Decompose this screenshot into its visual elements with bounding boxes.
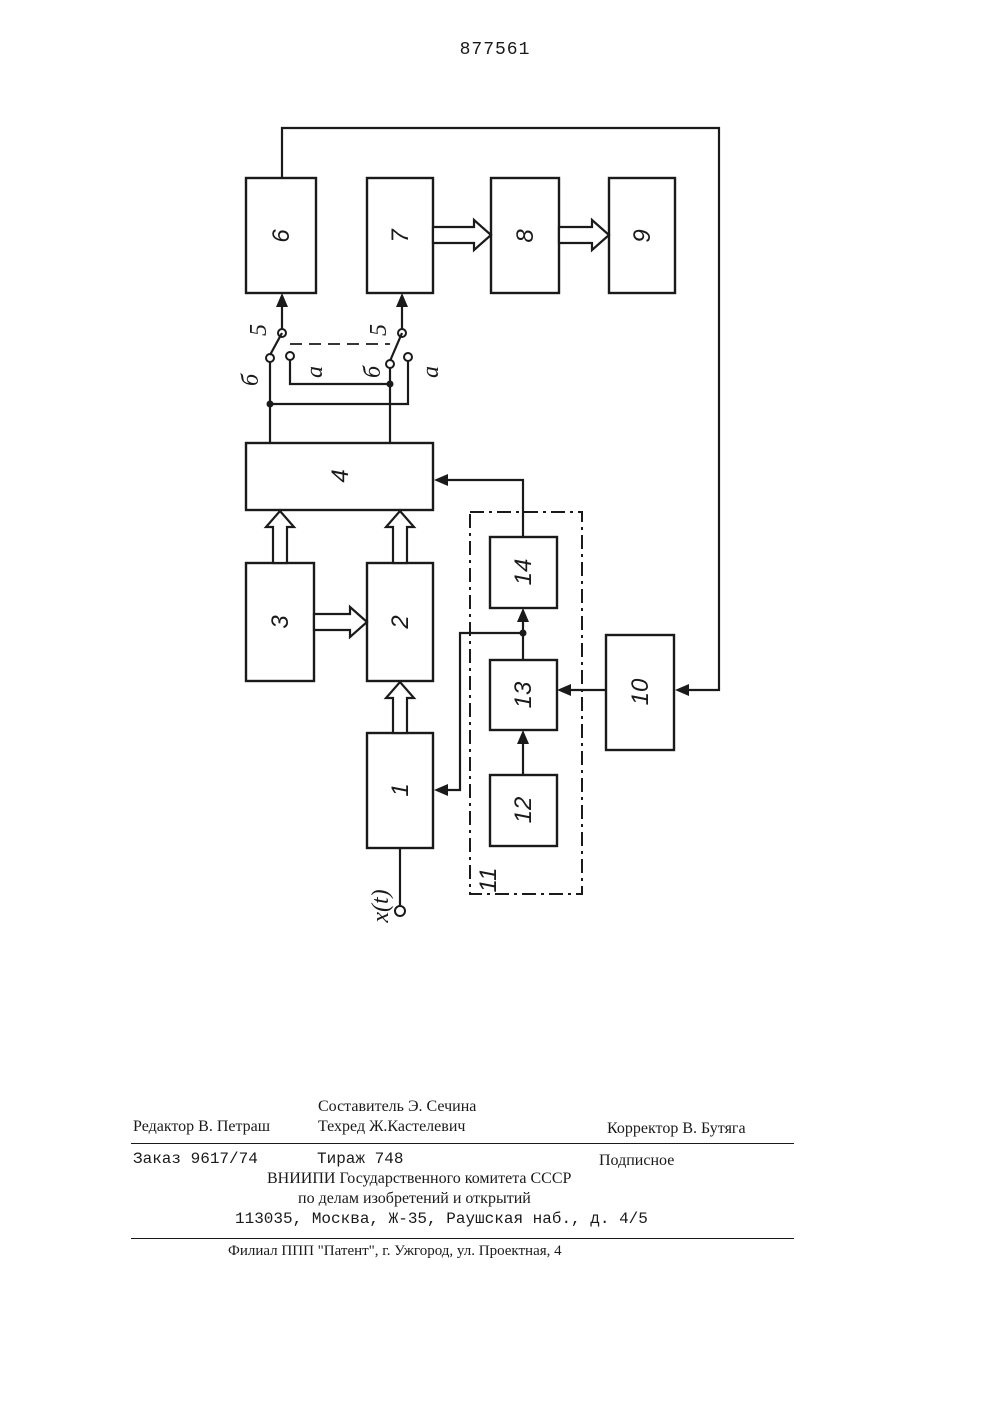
compiler-line: Составитель Э. Сечина [318,1098,476,1116]
contact-b-left-label: б [238,373,264,386]
bus-3-2 [314,607,367,637]
arrow-into-13-side [557,684,571,696]
arrow-into-13-bottom [517,730,529,744]
block-9-label: 9 [629,229,656,242]
imprint-top-rule [131,1143,794,1144]
order-line: Заказ 9617/74 [133,1150,258,1168]
switch-right-contact-a [404,353,412,361]
organization-line-2: по делам изобретений и открытий [298,1190,531,1208]
block-8-label: 8 [512,229,539,243]
arrow-into-6 [276,293,288,307]
block-4-label: 4 [327,469,354,482]
corrector-line: Корректор В. Бутяга [607,1120,746,1138]
block-14-label: 14 [510,559,537,586]
switch-right-contact-b [386,360,394,368]
bus-8-9 [559,220,609,250]
editor-line: Редактор В. Петраш [133,1118,270,1136]
input-signal-label: x(t) [368,889,394,923]
switch-right-label: 5 [366,324,392,336]
arrow-into-7 [396,293,408,307]
arrow-into-10 [675,684,689,696]
switch-left-contact-a [286,352,294,360]
block-2-label: 2 [387,615,414,629]
switch-right-blade [390,333,402,361]
subscription-line: Подписное [599,1152,674,1170]
arrow-into-1 [434,784,448,796]
arrow-into-4 [434,474,448,486]
circulation-line: Тираж 748 [317,1150,403,1168]
block-1-label: 1 [387,783,414,796]
techred-line: Техред Ж.Кастелевич [318,1118,465,1136]
block-7-label: 7 [387,228,414,243]
imprint-bottom-rule [131,1238,794,1239]
block-diagram: 6 7 8 9 4 3 2 1 14 13 12 10 11 5 5 б а б… [0,0,1000,1000]
contact-a-right-label: а [418,366,444,378]
arrow-into-14 [517,608,529,622]
bus-1-2 [386,682,414,733]
block-10-label: 10 [627,678,654,705]
block-6-label: 6 [268,229,295,243]
address-line: 113035, Москва, Ж-35, Раушская наб., д. … [235,1210,648,1228]
unit-11-label: 11 [475,868,502,893]
bus-2-4 [386,511,414,563]
junction-right [387,381,394,388]
line-14-to-4 [442,480,523,537]
switch-left-label: 5 [246,324,272,336]
block-13-label: 13 [510,681,537,708]
junction-left [267,401,274,408]
organization-line-1: ВНИИПИ Государственного комитета СССР [267,1170,571,1188]
contact-a-left-label: а [302,366,328,378]
contact-b-right-label: б [360,365,386,378]
branch-line: Филиал ППП "Патент", г. Ужгород, ул. Про… [228,1243,562,1260]
block-12-label: 12 [510,797,537,824]
bus-3-4 [266,511,294,563]
input-terminal [395,906,405,916]
block-3-label: 3 [267,615,294,629]
bus-7-8 [433,220,491,250]
switch-left-contact-b [266,354,274,362]
